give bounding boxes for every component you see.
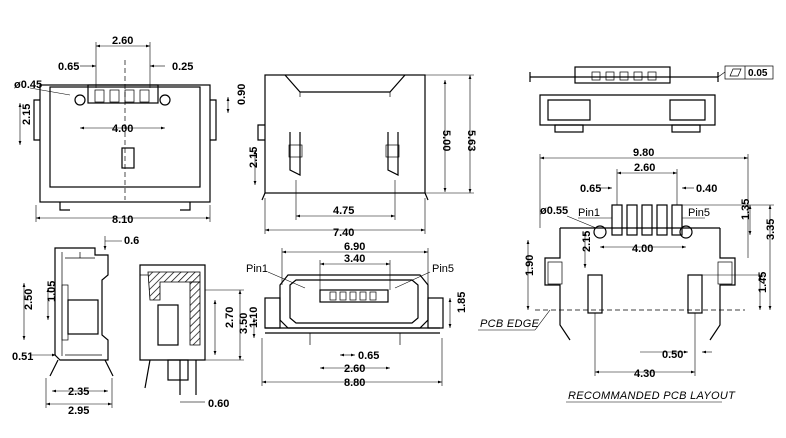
dim-pcb-tab-height: 1.90 [524,255,536,276]
dim-end-inner-top: 3.40 [344,253,365,265]
dim-top-pin-gap: 0.25 [172,61,193,73]
dim-pcb-hole-span: 4.00 [632,243,653,255]
dim-end-overall-top: 6.90 [344,241,365,253]
dim-side-inner-height: 1.05 [46,281,58,302]
label-end-pin1: Pin1 [246,263,268,275]
dim-pcb-tab-width: 0.50 [662,349,683,361]
dim-front-inner-height: 5.00 [440,130,452,151]
dim-section-bottom-offset: 0.60 [208,398,229,410]
dim-end-pitch-span: 2.60 [344,363,365,375]
section-view [139,264,244,403]
dim-top-right-offset: 0.90 [236,84,248,105]
dim-pcb-hole-dia: ø0.55 [540,205,568,217]
dim-top-hole-dia: ø0.45 [14,79,42,91]
dim-pcb-pad-gap: 0.40 [696,183,717,195]
dim-pcb-tab-span: 4.30 [634,368,655,380]
pcb-layout-view [478,154,774,403]
front-view [257,74,474,234]
dim-end-height-left: 1.10 [248,307,260,328]
dim-section-height-b: 3.50 [238,313,250,334]
dim-side-inner-width: 2.35 [68,386,89,398]
dim-side-overall-width: 2.95 [68,405,89,417]
label-pcb-pin1: Pin1 [578,207,600,219]
dim-end-height-right: 1.85 [456,292,468,313]
dim-section-height-a: 2.70 [224,307,236,328]
dim-pcb-pad-row-height: 1.35 [740,199,752,220]
dim-front-overall-width: 7.40 [333,227,354,239]
top-right-view [529,65,774,133]
dim-front-inner-width: 4.75 [333,205,354,217]
side-view [22,236,122,408]
dim-top-right-height: 2.15 [248,147,260,168]
dim-pcb-pitch-span: 2.60 [634,162,655,174]
layout-caption: RECOMMANDED PCB LAYOUT [568,390,736,402]
top-view [18,42,257,222]
dim-front-overall-height: 5.63 [465,130,477,151]
dim-pcb-overall-width: 9.80 [633,147,654,159]
label-pcb-edge: PCB EDGE [480,318,540,330]
dim-top-hole-span: 4.00 [112,123,133,135]
label-end-pin5: Pin5 [432,263,454,275]
dim-pcb-right-tab-height: 1.45 [757,272,769,293]
dim-pcb-right-height: 3.35 [765,219,777,240]
dim-top-pin-width: 0.65 [58,61,79,73]
dim-end-pitch: 0.65 [358,350,379,362]
dim-top-left-height: 2.15 [21,104,33,125]
dim-pcb-pad-width: 0.65 [580,183,601,195]
dim-top-overall-width: 8.10 [112,214,133,226]
dim-side-height: 2.50 [23,289,35,310]
dim-top-pitch-span: 2.60 [112,35,133,47]
label-pcb-pin5: Pin5 [688,207,710,219]
dim-end-overall-bottom: 8.80 [344,377,365,389]
end-view [252,248,452,386]
dim-side-bottom-offset: 0.51 [12,351,33,363]
dim-side-top-offset: 0.6 [124,235,139,247]
dim-pcb-left-offset: 2.15 [581,231,593,252]
dim-flat-tolerance: 0.05 [748,68,768,79]
